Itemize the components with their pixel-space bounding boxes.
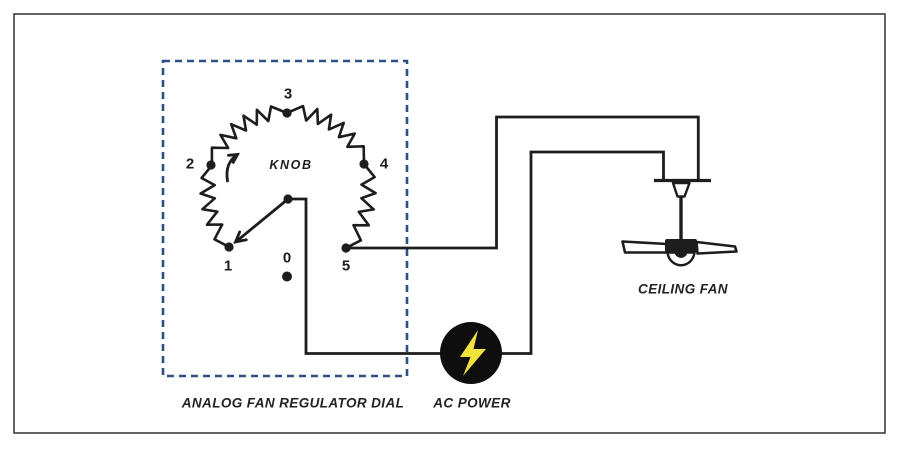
knob-wiper-arrowhead-icon [233,230,248,244]
terminal-dots [206,108,369,282]
fan-globe-fitting [674,252,688,258]
fan-motor-housing [665,239,697,253]
resistor-segment-2-3 [210,105,288,166]
wire-ac-power-to-fan [501,150,665,355]
terminal-dot-2 [206,160,216,170]
fan-blade-left [621,240,672,254]
regulator-boundary-box [161,59,409,378]
position-label-2: 2 [185,155,195,172]
resistor-segment-3-4 [286,104,366,165]
wiper-pivot-dot [283,194,293,204]
position-label-0: 0 [282,249,292,266]
terminal-dot-5 [341,243,351,253]
position-label-5: 5 [341,257,351,275]
position-label-1: 1 [223,257,233,275]
diagram-frame [13,13,886,434]
terminal-dot-4 [359,159,369,169]
ac-power-icon [440,322,502,384]
terminal-dot-3 [282,108,292,118]
resistor-segment-1-2 [199,164,230,249]
fan-light-globe [666,251,696,267]
rotation-direction-arrow-icon [225,152,240,183]
position-label-4: 4 [379,155,389,173]
resistor-segment-4-5 [345,163,377,250]
ceiling-fan-caption: CEILING FAN [638,281,728,297]
off-terminal-dot-0 [282,271,292,282]
fan-blade-right [695,240,738,255]
wire-dial5-to-fan [346,115,700,250]
knob-wiper [233,197,290,244]
knob-label: KNOB [269,158,313,172]
ceiling-fan-icon [621,178,738,267]
knob-wiper-arm [236,197,290,242]
ac-power-caption: AC POWER [433,395,511,411]
position-label-3: 3 [283,85,293,103]
lightning-bolt-icon [460,330,486,376]
resistor-arc [199,104,377,250]
wires [288,115,700,355]
wire-knob-to-ac-power [288,197,441,355]
regulator-caption: ANALOG FAN REGULATOR DIAL [181,395,405,411]
fan-canopy [671,181,691,198]
terminal-dot-1 [224,242,234,252]
